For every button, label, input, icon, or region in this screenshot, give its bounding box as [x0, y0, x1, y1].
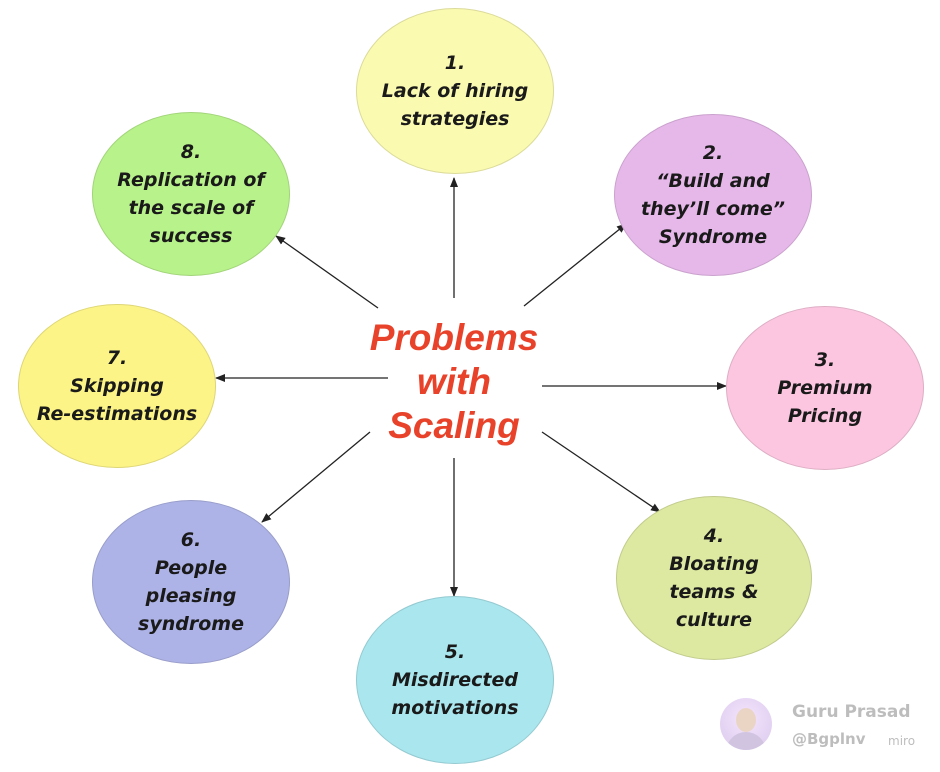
author-watermark: Guru Prasad @Bgplnv miro [718, 696, 938, 756]
center-title: Problems with Scaling [369, 317, 539, 446]
arrow-to-node-4 [541, 431, 661, 513]
author-handle: @Bgplnv [792, 730, 866, 748]
node-8-replication-of-scale: 8. Replication of the scale of success [92, 112, 290, 276]
node-3-label: 3. Premium Pricing [777, 349, 873, 427]
node-2-build-and-theyll-come: 2. “Build and they’ll come” Syndrome [614, 114, 812, 276]
node-2-label: 2. “Build and they’ll come” Syndrome [641, 142, 785, 248]
node-1-lack-of-hiring-strategies: 1. Lack of hiring strategies [356, 8, 554, 174]
node-4-label: 4. Bloating teams & culture [669, 525, 759, 631]
arrow-to-node-6 [261, 431, 371, 523]
node-5-label: 5. Misdirected motivations [391, 641, 519, 719]
node-8-label: 8. Replication of the scale of success [117, 141, 265, 247]
node-3-premium-pricing: 3. Premium Pricing [726, 306, 924, 470]
node-1-label: 1. Lack of hiring strategies [381, 52, 529, 130]
node-6-label: 6. People pleasing syndrome [138, 529, 244, 635]
avatar [720, 698, 772, 750]
node-6-people-pleasing-syndrome: 6. People pleasing syndrome [92, 500, 290, 664]
author-name: Guru Prasad [792, 702, 911, 722]
node-7-skipping-re-estimations: 7. Skipping Re-estimations [18, 304, 216, 468]
arrow-to-node-2 [523, 223, 627, 307]
arrow-to-node-8 [275, 235, 379, 309]
node-5-misdirected-motivations: 5. Misdirected motivations [356, 596, 554, 764]
node-4-bloating-teams-culture: 4. Bloating teams & culture [616, 496, 812, 660]
node-7-label: 7. Skipping Re-estimations [36, 347, 198, 425]
brand-logo-text: miro [888, 734, 916, 748]
